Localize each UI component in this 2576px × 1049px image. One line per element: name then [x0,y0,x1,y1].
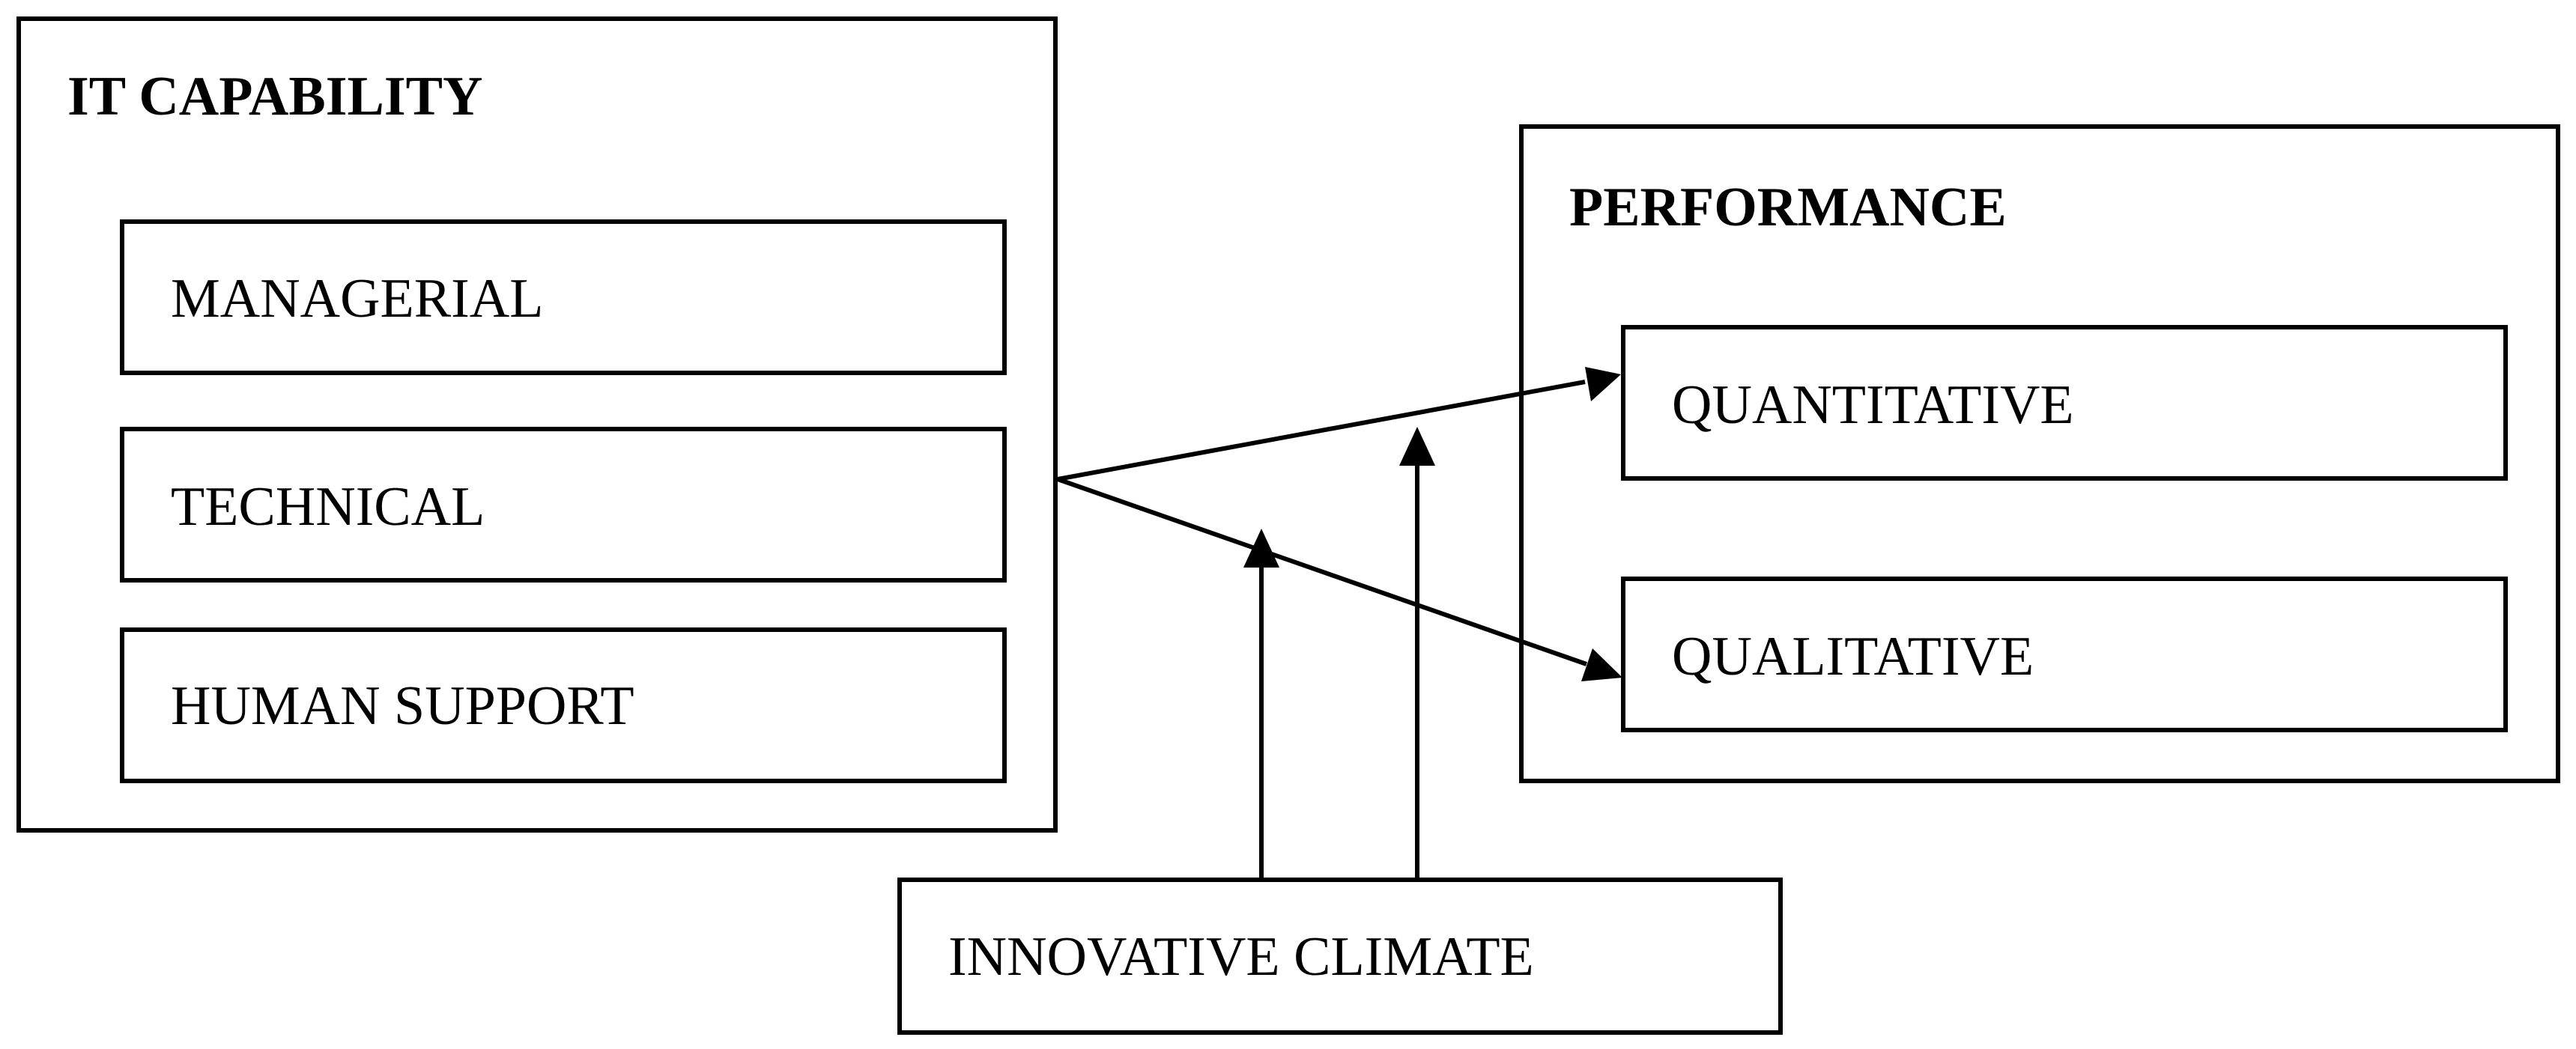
technical-box [120,427,1007,583]
arrow-it-capability-to-quantitative [1057,380,1586,481]
quantitative-box [1621,325,2508,481]
innovative-climate-box [897,878,1783,1035]
arrowhead-moderator-left [1243,529,1279,568]
human-support-label: HUMAN SUPPORT [171,675,634,737]
human-support-box [120,627,1007,783]
arrow-it-capability-to-qualitative [1057,477,1587,666]
it-capability-title: IT CAPABILITY [67,66,483,127]
arrowhead-moderator-right [1399,427,1435,466]
technical-label: TECHNICAL [171,476,485,538]
performance-title: PERFORMANCE [1569,177,2007,238]
qualitative-box [1621,577,2508,732]
managerial-label: MANAGERIAL [171,268,544,329]
it-capability-group [16,16,1058,833]
quantitative-label: QUANTITATIVE [1672,374,2074,436]
innovative-climate-label: INNOVATIVE CLIMATE [948,926,1534,988]
managerial-box [120,219,1007,375]
qualitative-label: QUALITATIVE [1672,626,2034,687]
